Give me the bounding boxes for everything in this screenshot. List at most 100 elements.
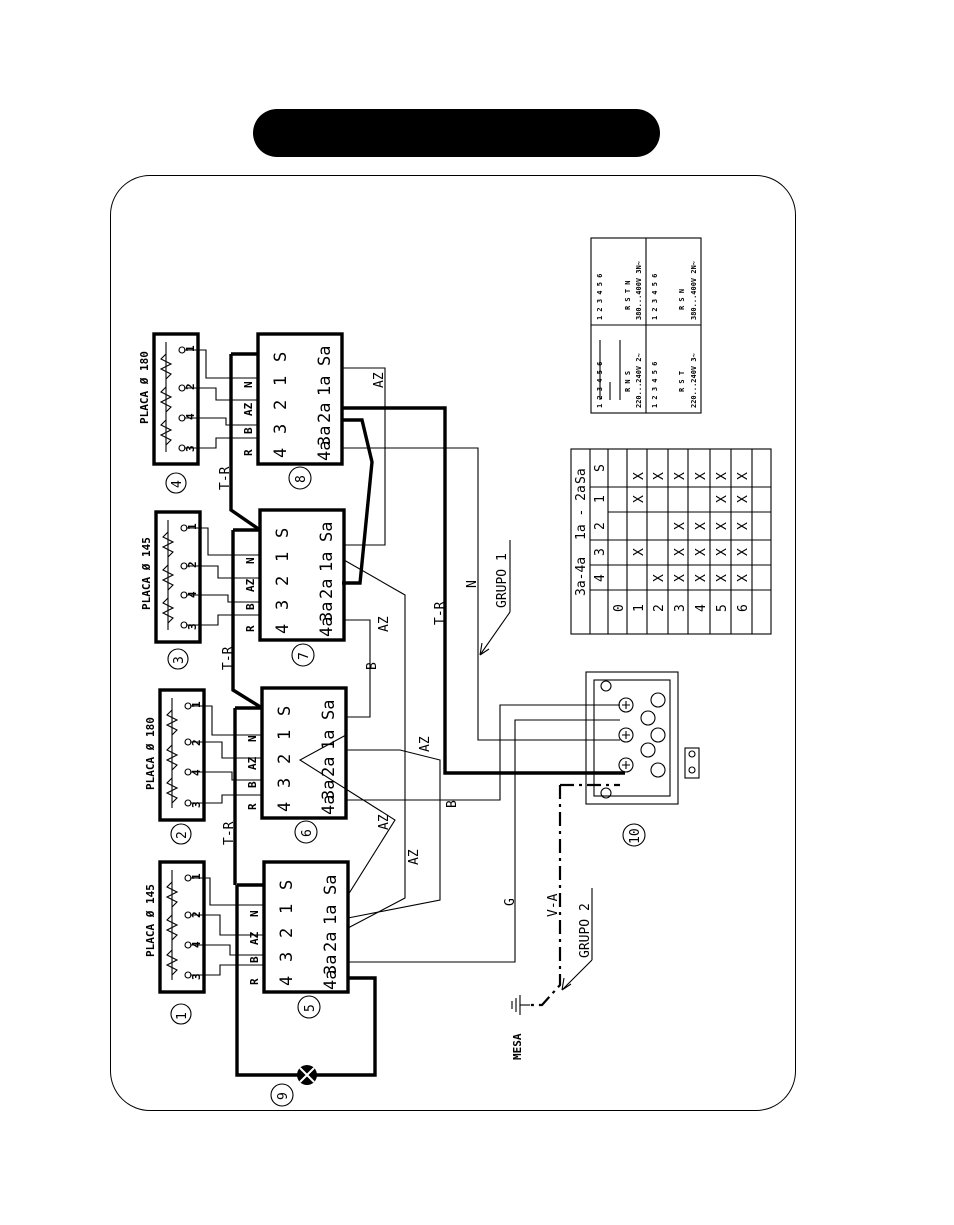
group-2: GRUPO 2 [561, 888, 593, 991]
switch-5-3a: 3a [321, 955, 341, 975]
switch-5-1: 1 [277, 904, 297, 914]
switch-7-2: 2 [273, 576, 293, 586]
wire-label-az-4: AZ [377, 814, 392, 830]
table-header-3a4a: 3a-4a [574, 557, 589, 596]
table-header-1a2a: 1a - 2a [574, 485, 589, 540]
wire-label-az-5: AZ [407, 849, 422, 865]
table-row-4-cell-3: X [694, 548, 709, 556]
scheme-2-label: 380...400V 3N~ [635, 261, 643, 320]
lamp-number: 9 [276, 1092, 291, 1100]
switch-7-2a: 2a [317, 579, 337, 599]
group-2-label: GRUPO 2 [578, 903, 593, 958]
switch-6-4a: 4a [319, 795, 339, 815]
plate-2-term-1: 1 [190, 701, 203, 708]
scheme-4-lines: R S N [678, 289, 686, 310]
switch-8-3a: 3a [315, 426, 335, 446]
table-row-1-cell-0: X [632, 472, 647, 480]
switch-8-1a: 1a [315, 376, 335, 396]
scheme-2: 1 2 3 4 5 6 R S T N 380...400V 3N~ [596, 261, 643, 320]
switch-5-S: S [277, 880, 297, 890]
plate-2: 1 2 4 3 PLACA Ø 180 2 [144, 688, 206, 845]
table-sub-4: 4 [593, 574, 608, 582]
switch-7-3a: 3a [317, 602, 337, 622]
table-row-5-cell-3: X [715, 548, 730, 556]
switch-7-N: N [244, 557, 257, 564]
switch-6-4: 4 [275, 802, 295, 812]
plate-4-term-4: 4 [184, 413, 197, 420]
switch-7-3: 3 [273, 600, 293, 610]
plate-3-term-3: 3 [186, 623, 199, 630]
scheme-3-lines: R S T [678, 371, 686, 392]
switch-8-4a: 4a [315, 441, 335, 461]
switch-6-2: 2 [275, 754, 295, 764]
switch-7-R: R [244, 625, 257, 632]
table-row-1-pos: 1 [632, 604, 647, 612]
table-row-2-cell-0: X [652, 472, 667, 480]
plate-2-label: PLACA Ø 180 [144, 717, 157, 790]
switch-5-1a: 1a [321, 905, 341, 925]
switch-5-4a: 4a [321, 970, 341, 990]
switch-6-S: S [275, 706, 295, 716]
terminal-block-number: 10 [628, 828, 643, 844]
table-sub-2: 2 [593, 522, 608, 530]
table-row-3-cell-0: X [673, 472, 688, 480]
wire-label-az-3: AZ [418, 736, 433, 752]
switch-8-S: S [271, 352, 291, 362]
table-row-3-cell-3: X [673, 548, 688, 556]
plate-2-number: 2 [175, 831, 190, 839]
scheme-3-terms: 1 2 3 4 5 6 [651, 362, 659, 408]
scheme-1-label: 220...240V 2~ [635, 353, 643, 408]
table-row-3-cell-4: X [673, 574, 688, 582]
table-row-4-cell-0: X [694, 472, 709, 480]
switch-8-2: 2 [271, 400, 291, 410]
table-row-6-cell-1: X [736, 495, 751, 503]
switch-8-2a: 2a [315, 403, 335, 423]
wire-label-n: N [465, 580, 480, 588]
switch-5-N: N [248, 910, 261, 917]
switch-8-Sa: Sa [315, 346, 335, 366]
terminal-block: 10 [585, 671, 700, 847]
ground-label: MESA [511, 1033, 524, 1060]
switch-5-Sa: Sa [321, 875, 341, 895]
interconnect-wires [298, 367, 625, 1007]
switch-5-2a: 2a [321, 932, 341, 952]
scheme-1-terms: 1 2 3 4 5 6 [596, 362, 604, 408]
wire-label-b-1: B [365, 662, 380, 670]
table-row-6-cell-3: X [736, 548, 751, 556]
plate-4-term-2: 2 [184, 383, 197, 390]
plate-1-number: 1 [175, 1012, 190, 1020]
table-row-2-cell-4: X [652, 574, 667, 582]
table-row-6-cell-0: X [736, 472, 751, 480]
plate-1-term-3: 3 [190, 973, 203, 980]
switch-5-4: 4 [277, 976, 297, 986]
plate-1: 1 2 4 3 PLACA Ø 145 1 [144, 860, 206, 1025]
scheme-4-label: 380...400V 2N~ [690, 261, 698, 320]
plate-3: 1 2 4 3 PLACA Ø 145 3 [140, 510, 202, 670]
plate-4: 1 2 4 3 PLACA Ø 180 4 [138, 332, 200, 494]
plate-4-term-1: 1 [184, 345, 197, 352]
wire-label-tr-4: T-R [433, 601, 448, 625]
plate-2-term-2: 2 [190, 739, 203, 746]
switch-6-3: 3 [275, 778, 295, 788]
switch-6-2a: 2a [319, 757, 339, 777]
switch-7-Sa: Sa [317, 522, 337, 542]
switch-7-number: 7 [297, 652, 312, 660]
switch-8-N: N [242, 381, 255, 388]
switch-6-AZ: AZ [246, 756, 259, 770]
scheme-1-lines: R N S [624, 371, 632, 392]
plate-3-term-2: 2 [186, 561, 199, 568]
plate-1-term-1: 1 [190, 873, 203, 880]
wire-label-az-1: AZ [372, 372, 387, 388]
switch-8-number: 8 [294, 475, 309, 483]
switch-6-1: 1 [275, 730, 295, 740]
switch-5-3: 3 [277, 952, 297, 962]
plate-3-label: PLACA Ø 145 [140, 537, 153, 610]
plate-2-term-3: 3 [190, 801, 203, 808]
table-row-1-cell-1: X [632, 495, 647, 503]
switch-6-N: N [246, 735, 259, 742]
switch-7: S 1 2 3 4 Sa 1a 2a 3a 4a N AZ B R 7 [231, 508, 346, 710]
wire-label-az-2: AZ [377, 616, 392, 632]
